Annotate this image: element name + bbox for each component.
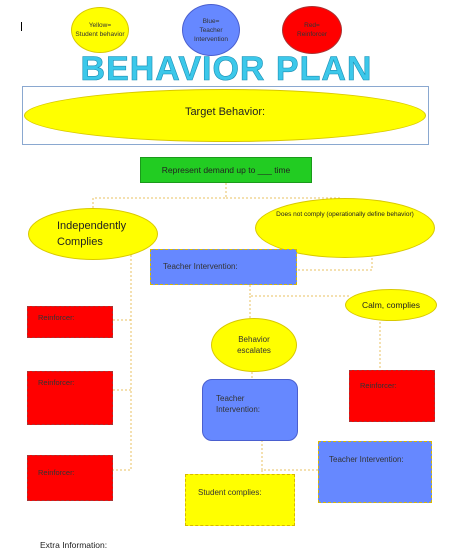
target-behavior-label: Target Behavior: [184,106,266,118]
legend-red-reinforcer: Red= Reinforcer [282,6,342,54]
teacher-intervention-box-3: Teacher Intervention: [318,441,432,503]
teacher-intervention-box-2: Teacher Intervention: [202,379,298,441]
does-not-comply-ellipse: Does not comply (operationally define be… [255,198,435,258]
behavior-escalates-ellipse: Behavior escalates [211,318,297,372]
student-complies-box: Student complies: [185,474,295,526]
reinforcer-box-4: Reinforcer: [27,455,113,501]
reinforcer-box-2: Reinforcer: [27,371,113,425]
demand-box: Represent demand up to ___ time [140,157,312,183]
reinforcer-box-1: Reinforcer: [27,306,113,338]
legend-blue-teacher-intervention: Blue= Teacher Intervention [182,4,240,56]
text-cursor [21,22,22,31]
target-behavior-ellipse: Target Behavior: [24,89,426,142]
independently-complies-ellipse: Independently Complies [28,208,158,260]
calm-complies-ellipse: Calm, complies [345,289,437,321]
legend-yellow-student-behavior: Yellow= Student behavior [71,7,129,53]
page-title: BEHAVIOR PLAN [80,50,373,89]
target-behavior-frame [22,86,429,145]
does-not-comply-label: Does not comply (operationally define be… [276,211,414,218]
reinforcer-box-3: Reinforcer: [349,370,435,422]
teacher-intervention-box-1: Teacher Intervention: [150,249,297,285]
extra-information-label: Extra Information: [40,540,108,550]
